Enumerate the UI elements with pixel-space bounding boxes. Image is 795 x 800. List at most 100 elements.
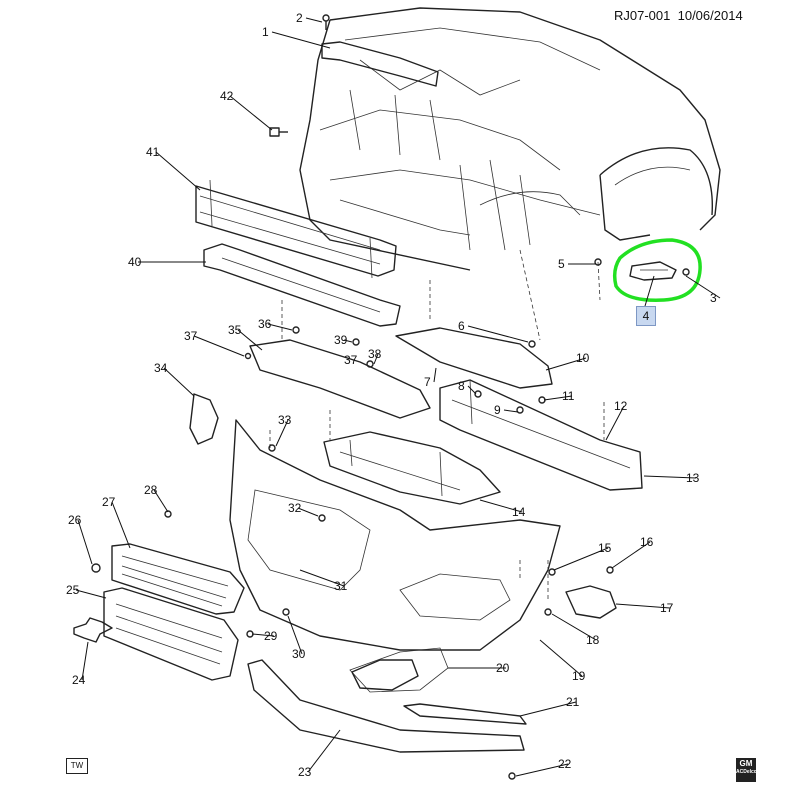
leader-line-25 bbox=[75, 589, 107, 599]
part-24-emblem bbox=[73, 617, 113, 643]
leader-line-18 bbox=[551, 613, 597, 641]
callout-37-secondary: 37 bbox=[344, 353, 358, 367]
callout-33: 33 bbox=[278, 413, 292, 427]
part-4-bracket bbox=[629, 261, 677, 281]
part-17-fog-lamp bbox=[565, 585, 617, 619]
part-35-air-baffle bbox=[249, 339, 431, 419]
leader-line-34 bbox=[163, 367, 195, 397]
diagram-date: 10/06/2014 bbox=[677, 8, 743, 23]
callout-35: 35 bbox=[228, 323, 242, 337]
callout-40: 40 bbox=[128, 255, 142, 269]
callout-10: 10 bbox=[576, 351, 590, 365]
leader-line-27 bbox=[111, 501, 131, 549]
part-23-lower-spoiler bbox=[247, 659, 525, 753]
callout-11: 11 bbox=[562, 389, 575, 403]
part-27-upper-grille bbox=[111, 543, 245, 615]
part-25-lower-grille bbox=[103, 587, 239, 681]
leader-line-38 bbox=[373, 353, 379, 365]
diagram-ref-id: RJ07-001 bbox=[614, 8, 671, 23]
part-14-lower-deflector bbox=[323, 431, 501, 505]
leader-line-37 bbox=[193, 335, 245, 357]
gm-logo-subtext: ACDelco bbox=[736, 769, 757, 775]
callout-24: 24 bbox=[72, 673, 86, 687]
leader-line-30 bbox=[287, 615, 303, 655]
callout-21: 21 bbox=[566, 695, 580, 709]
callout-34: 34 bbox=[154, 361, 168, 375]
leader-line-26 bbox=[77, 519, 93, 565]
callout-18: 18 bbox=[586, 633, 600, 647]
part-21-lower-molding bbox=[403, 703, 527, 725]
part-4-highlight-ring bbox=[612, 238, 702, 302]
part-34-bracket bbox=[189, 393, 219, 445]
callout-36: 36 bbox=[258, 317, 272, 331]
callout-25: 25 bbox=[66, 583, 80, 597]
leader-line-31 bbox=[299, 569, 345, 587]
leader-line-21 bbox=[519, 701, 577, 717]
part-1-upper-tie-bar bbox=[321, 41, 439, 87]
leader-line-11 bbox=[543, 395, 573, 401]
gm-logo: GM ACDelco bbox=[736, 758, 757, 782]
callout-13: 13 bbox=[686, 471, 700, 485]
leader-line-3 bbox=[685, 275, 721, 299]
callout-22: 22 bbox=[558, 757, 572, 771]
callout-29: 29 bbox=[264, 629, 278, 643]
leader-line-41 bbox=[155, 151, 201, 191]
leader-line-1 bbox=[271, 31, 331, 49]
callout-1: 1 bbox=[262, 25, 269, 39]
callout-19: 19 bbox=[572, 669, 586, 683]
callout-8: 8 bbox=[458, 379, 465, 393]
leader-line-32 bbox=[297, 507, 319, 517]
callout-3: 3 bbox=[710, 291, 717, 305]
leader-line-9 bbox=[503, 409, 519, 413]
callout-38: 38 bbox=[368, 347, 382, 361]
leader-line-23 bbox=[307, 729, 341, 773]
part-2-screw bbox=[322, 14, 330, 30]
leader-line-24 bbox=[81, 641, 89, 681]
part-6-underbody-shield bbox=[395, 327, 553, 389]
leader-line-2 bbox=[305, 17, 323, 23]
callout-41: 41 bbox=[146, 145, 160, 159]
callout-6: 6 bbox=[458, 319, 465, 333]
leader-line-13 bbox=[643, 475, 697, 479]
part-13-impact-absorber bbox=[439, 379, 643, 491]
callout-30: 30 bbox=[292, 647, 306, 661]
callout-23: 23 bbox=[298, 765, 312, 779]
callout-27: 27 bbox=[102, 495, 116, 509]
assembly-guide-lines bbox=[269, 249, 605, 600]
callout-32: 32 bbox=[288, 501, 302, 515]
leader-line-29 bbox=[251, 633, 275, 637]
part-42-bolt bbox=[269, 127, 288, 137]
callout-20: 20 bbox=[496, 661, 510, 675]
callout-7: 7 bbox=[424, 375, 431, 389]
leader-line-19 bbox=[539, 639, 583, 677]
callout-12: 12 bbox=[614, 399, 628, 413]
leader-line-14 bbox=[479, 499, 523, 513]
callout-26: 26 bbox=[68, 513, 82, 527]
callout-37: 37 bbox=[184, 329, 198, 343]
vehicle-body-structure bbox=[299, 7, 721, 271]
leader-line-4 bbox=[644, 275, 655, 307]
leader-line-36 bbox=[267, 323, 293, 331]
callout-16: 16 bbox=[640, 535, 654, 549]
leader-line-7 bbox=[433, 367, 437, 383]
leader-line-16 bbox=[611, 541, 651, 569]
callout-5: 5 bbox=[558, 257, 565, 271]
diagram-header: RJ07-001 10/06/2014 bbox=[614, 8, 743, 23]
leader-line-33 bbox=[275, 419, 289, 447]
tw-badge: TW bbox=[66, 758, 88, 774]
leader-line-12 bbox=[605, 405, 625, 441]
leader-line-28 bbox=[153, 489, 169, 513]
part-40-energy-absorber bbox=[203, 243, 401, 327]
callout-9: 9 bbox=[494, 403, 501, 417]
leader-line-35 bbox=[237, 329, 263, 351]
leader-lines bbox=[75, 17, 721, 777]
part-19-front-fascia bbox=[229, 419, 561, 693]
part-41-bumper-beam bbox=[195, 179, 397, 279]
leader-line-8 bbox=[467, 385, 477, 395]
leader-line-42 bbox=[229, 95, 273, 131]
callout-42: 42 bbox=[220, 89, 234, 103]
callout-17: 17 bbox=[660, 601, 674, 615]
part-20-fog-bezel bbox=[351, 659, 419, 691]
